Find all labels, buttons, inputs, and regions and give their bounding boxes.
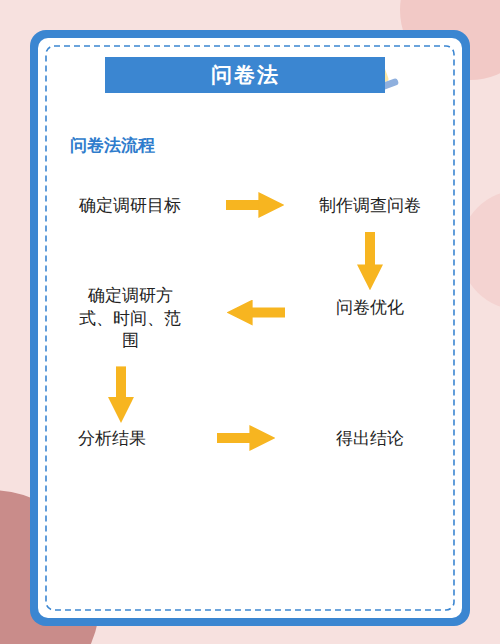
process-step: 确定调研方式、时间、范围: [66, 280, 194, 357]
step-text: 制作调查问卷: [317, 194, 423, 217]
card-inner: [38, 38, 462, 618]
flow-arrow: [237, 308, 285, 318]
process-step: 得出结论: [328, 423, 412, 454]
process-step: 制作调查问卷: [311, 190, 429, 221]
flow-arrow: [226, 200, 274, 210]
card-frame: [30, 30, 470, 626]
flow-arrow: [217, 433, 265, 443]
step-text: 得出结论: [334, 427, 406, 450]
step-text: 分析结果: [76, 427, 148, 450]
dashed-border: [46, 46, 454, 610]
step-text: 确定调研目标: [77, 194, 183, 217]
step-text: 问卷优化: [334, 296, 406, 319]
process-step: 分析结果: [70, 423, 154, 454]
step-text: 确定调研方式、时间、范围: [72, 284, 188, 353]
process-step: 问卷优化: [328, 292, 412, 323]
flow-arrow: [116, 366, 126, 412]
subtitle: 问卷法流程: [70, 134, 155, 157]
title-band: 问卷法: [105, 57, 385, 93]
flow-arrow: [365, 232, 375, 280]
process-step: 确定调研目标: [71, 190, 189, 221]
